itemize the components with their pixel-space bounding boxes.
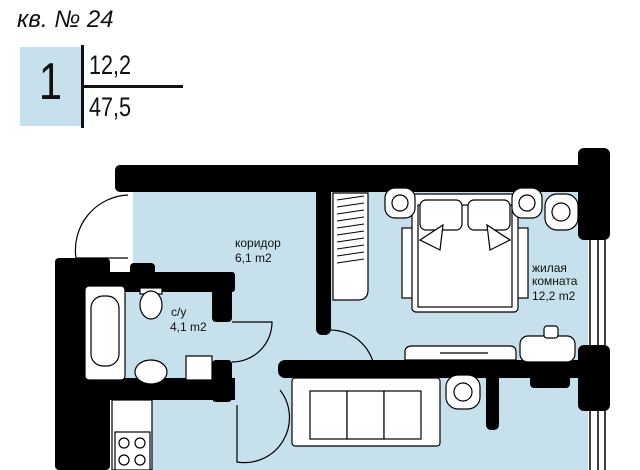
corridor-area: 6,1 m2: [235, 251, 272, 265]
sofa: [291, 377, 441, 447]
living-room-label-1: жилая: [532, 261, 567, 275]
closet: [332, 192, 369, 301]
windows: [589, 240, 606, 470]
bed: [401, 193, 529, 313]
rooms-count-box: [20, 47, 81, 126]
sink: [134, 359, 168, 385]
living-area: 12,2: [89, 50, 132, 80]
apartment-title: кв. № 24: [17, 6, 114, 33]
total-area: 47,5: [89, 92, 132, 122]
divider-horizontal: [82, 85, 183, 88]
corridor-label: коридор: [235, 236, 281, 250]
bathroom-fixtures: [84, 285, 213, 385]
kitchen: [111, 399, 153, 470]
bathroom-area: 4,1 m2: [170, 320, 207, 334]
lamps: [384, 187, 579, 410]
doors: [74, 194, 376, 464]
tv-stand: [404, 325, 576, 363]
living-room-label-2: комната: [532, 274, 578, 288]
living-room-area: 12,2 m2: [532, 289, 576, 303]
bathroom-label: с/у: [171, 305, 186, 319]
stove: [114, 431, 151, 470]
rooms-count: 1: [38, 53, 63, 111]
walls: [55, 148, 610, 470]
